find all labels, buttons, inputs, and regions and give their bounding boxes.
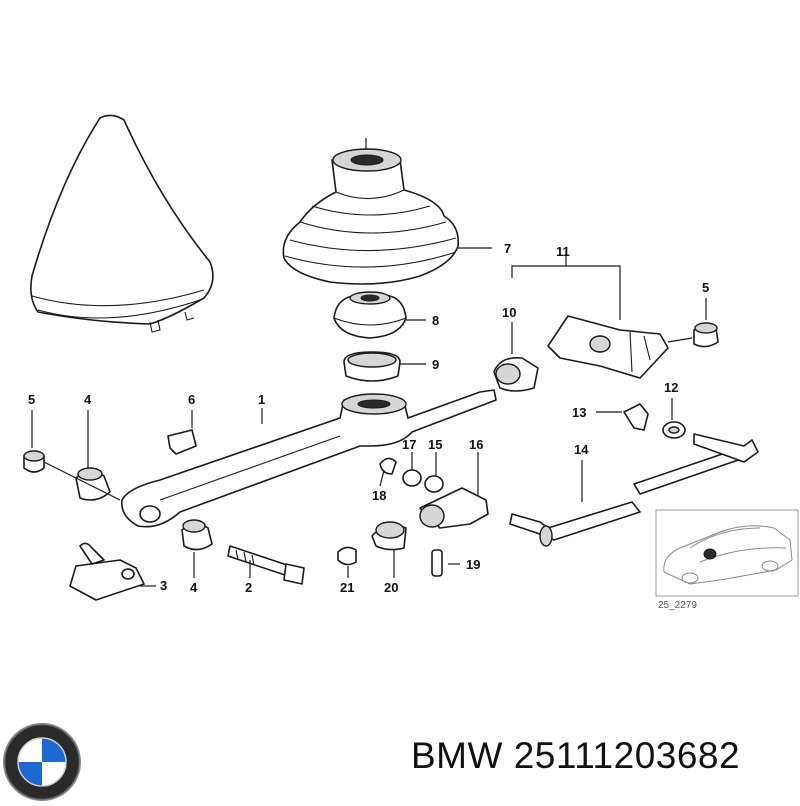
callout-4-upper: 4 (84, 392, 92, 407)
callout-18: 18 (372, 488, 386, 503)
rubber-boot-7 (282, 138, 460, 285)
callout-7: 7 (504, 241, 511, 256)
selector-rod-14 (509, 433, 759, 547)
part-number: 25111203682 (513, 735, 741, 776)
bushing-20 (371, 521, 407, 551)
callout-2: 2 (245, 580, 252, 595)
callout-11: 11 (556, 244, 570, 259)
callout-14: 14 (574, 442, 589, 457)
callout-20: 20 (384, 580, 398, 595)
clip-13 (623, 403, 649, 431)
callout-12: 12 (664, 380, 678, 395)
bracket-3 (69, 542, 145, 601)
cap-21 (337, 546, 357, 566)
callout-16: 16 (469, 437, 483, 452)
callout-4-lower: 4 (190, 580, 198, 595)
bolt-2 (227, 545, 305, 585)
washer-17 (402, 469, 422, 487)
callout-6: 6 (188, 392, 195, 407)
bracket-11 (547, 315, 669, 379)
bmw-roundel-logo (3, 723, 81, 801)
callout-3: 3 (160, 578, 167, 593)
pin-19 (431, 549, 443, 577)
bushing-5-left (23, 450, 45, 473)
callout-13: 13 (572, 405, 586, 420)
callout-9: 9 (432, 357, 439, 372)
callout-21: 21 (340, 580, 354, 595)
inset-code-label: 25_2279 (658, 600, 697, 611)
callout-5-left: 5 (28, 392, 35, 407)
brand-part-number: BMW 25111203682 (411, 735, 740, 777)
joint-16 (419, 487, 489, 529)
leader-lines (31, 247, 707, 587)
callout-17: 17 (402, 437, 416, 452)
callout-1: 1 (258, 392, 265, 407)
callout-8: 8 (432, 313, 439, 328)
bushing-4-lower (181, 519, 213, 551)
inset-car-view: 25_2279 (655, 509, 799, 611)
callout-19: 19 (466, 557, 480, 572)
shift-lever-1 (121, 389, 497, 528)
bushing-8 (333, 291, 407, 339)
callout-10: 10 (502, 305, 516, 320)
washer-12 (662, 421, 686, 439)
ring-9 (343, 351, 401, 382)
callout-15: 15 (428, 437, 442, 452)
inset-location-marker (703, 548, 717, 560)
brand-name: BMW (411, 735, 503, 776)
bushing-10 (493, 356, 539, 392)
callout-5-right: 5 (702, 280, 709, 295)
bushing-5-right (667, 322, 719, 348)
shift-boot-cover (30, 114, 214, 333)
callout-labels: 1 2 3 4 4 5 5 6 7 8 9 10 11 12 13 14 15 … (28, 241, 709, 595)
clip-6 (167, 429, 197, 455)
clip-18 (379, 457, 397, 475)
washer-15 (424, 475, 444, 493)
bushing-4-upper (75, 467, 111, 501)
